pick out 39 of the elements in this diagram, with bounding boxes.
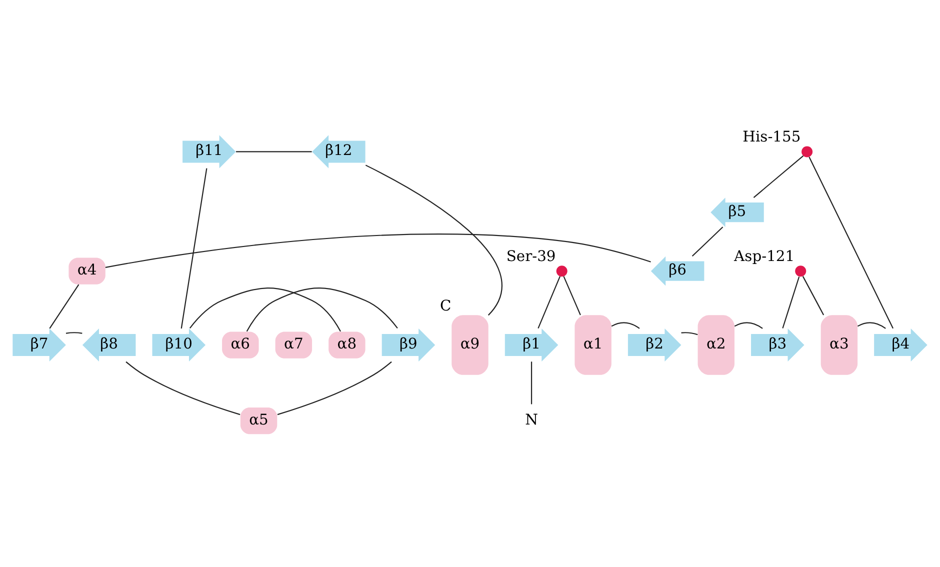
- connector: [734, 322, 763, 329]
- connector: [802, 276, 824, 316]
- node-circle: [795, 266, 806, 277]
- connector: [681, 332, 698, 336]
- connector: [782, 276, 800, 328]
- connector: [66, 332, 82, 334]
- connector: [857, 322, 886, 329]
- connector: [530, 362, 532, 404]
- connector: [753, 155, 804, 198]
- node-circle: [556, 266, 568, 277]
- node-box: α2: [698, 315, 734, 375]
- connector: [236, 151, 312, 152]
- connector: [49, 284, 80, 329]
- connector: [538, 276, 561, 329]
- node-label: C: [440, 297, 452, 314]
- connector: [126, 361, 240, 416]
- connector: [611, 322, 640, 329]
- node-box: α9: [452, 315, 488, 375]
- node-circle: [802, 146, 813, 158]
- node-box: α1: [574, 315, 612, 375]
- node-box: α4: [68, 258, 106, 284]
- connector: [692, 226, 724, 257]
- node-box: α7: [275, 332, 312, 358]
- node-box: α6: [222, 332, 259, 358]
- connector: [808, 156, 894, 329]
- connector: [105, 234, 651, 268]
- node-label: Asp-121: [734, 248, 795, 265]
- node-label: Ser-39: [506, 248, 556, 265]
- node-box: α5: [240, 407, 278, 434]
- connector: [365, 164, 502, 316]
- node-text: N: [525, 411, 538, 428]
- node-label: His-155: [742, 128, 801, 146]
- connector: [189, 288, 341, 332]
- connector: [277, 361, 392, 416]
- connector: [563, 276, 581, 316]
- connector: [180, 168, 208, 329]
- connector: [246, 288, 398, 332]
- node-box: α8: [328, 332, 366, 358]
- node-box: α3: [820, 315, 858, 375]
